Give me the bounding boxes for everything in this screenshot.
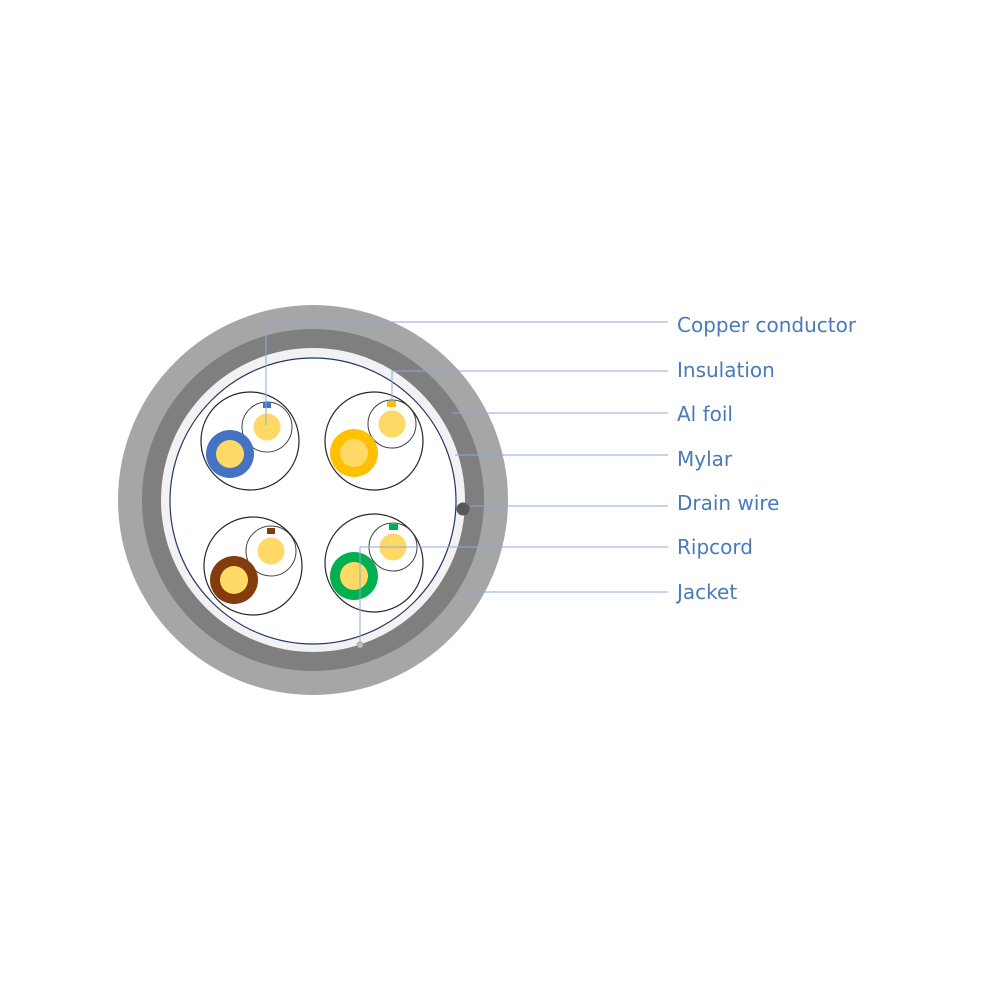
label-jacket: Jacket — [677, 580, 738, 604]
stripe-marker — [263, 402, 271, 408]
label-ripcord: Ripcord — [677, 535, 753, 559]
copper-conductor — [257, 537, 285, 565]
leader-lines — [265, 321, 668, 642]
label-al-foil: Al foil — [677, 402, 733, 426]
stripe-marker — [267, 528, 275, 534]
drain-wire — [456, 502, 470, 516]
copper-conductor — [220, 566, 248, 594]
stripe-marker — [389, 524, 398, 530]
stripe-marker — [387, 401, 396, 407]
copper-conductor — [340, 439, 368, 467]
twisted-pair-orange — [324, 391, 424, 491]
al-foil-core — [169, 357, 457, 645]
label-drain-wire: Drain wire — [677, 491, 780, 515]
copper-conductor — [253, 413, 281, 441]
leader-line-copper-conductor — [265, 321, 668, 425]
copper-conductor — [340, 562, 368, 590]
label-copper-conductor: Copper conductor — [677, 313, 857, 337]
leader-line-insulation — [391, 370, 668, 400]
ripcord — [356, 641, 364, 649]
label-mylar: Mylar — [677, 447, 733, 471]
twisted-pair-green — [324, 513, 424, 613]
twisted-pair-blue — [200, 391, 300, 491]
leader-line-ripcord — [359, 546, 668, 642]
copper-conductor — [378, 410, 406, 438]
label-insulation: Insulation — [677, 358, 775, 382]
copper-conductor — [216, 440, 244, 468]
twisted-pair-brown — [203, 516, 303, 616]
